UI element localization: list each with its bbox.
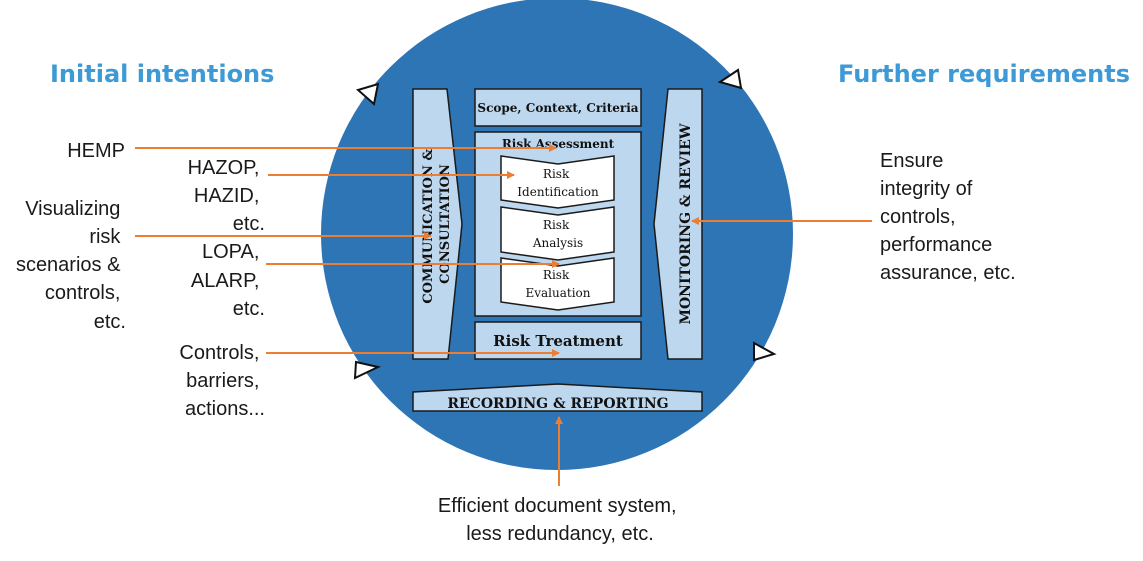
identification-label: Risk [543,167,570,181]
controls-label: Controls, [179,342,259,364]
document-system-label: Efficient document system, [438,495,677,517]
monitoring-label: MONITORING & REVIEW [678,123,694,324]
cycle-triangle-icon [753,341,777,362]
integrity-label: Ensure [880,150,943,172]
lopa-label: LOPA, [202,241,259,263]
heading-further-requirements: Further requirements [838,60,1130,88]
hazop-label: etc. [233,213,265,235]
hazop-label: HAZOP, [188,157,260,179]
visualizing-label: risk [89,226,121,248]
integrity-label: integrity of [880,178,973,200]
svg-text:Efficient document system,: Efficient document system, less redundan… [438,495,682,545]
svg-text:Risk Evaluation: Risk Evaluation [525,268,590,300]
cycle-triangle-icon [353,360,382,380]
cycle-triangle-icon [355,82,380,106]
svg-text:Risk Analysis: Risk Analysis [532,218,583,250]
hemp-label: HEMP [67,140,125,162]
integrity-label: controls, [880,206,956,228]
lopa-label: ALARP, [191,270,260,292]
risk-analysis-chevron [500,206,615,261]
communication-consultation-box [412,88,463,360]
controls-label: actions... [185,398,265,420]
identification-label: Identification [517,185,599,199]
integrity-label: assurance, etc. [880,262,1016,284]
svg-text:HAZOP, HAZID, etc.: HAZOP, HAZID, etc. [188,157,265,235]
evaluation-label: Evaluation [525,286,590,300]
document-system-label: less redundancy, etc. [466,523,654,545]
svg-text:HEMP: HEMP [67,140,125,162]
communication-label: COMMUNICATION & [421,149,436,304]
recording-reporting-box [412,383,703,412]
risk-treatment-label: Risk Treatment [493,332,623,350]
scope-box [474,88,642,127]
controls-label: barriers, [186,370,259,392]
evaluation-label: Risk [543,268,570,282]
cycle-triangle-icon [717,68,743,90]
hazop-label: HAZID, [194,185,260,207]
svg-text:Risk Identification: Risk Identification [517,167,599,199]
lopa-label: etc. [233,298,265,320]
consultation-label: CONSULTATION [438,164,453,284]
recording-label: RECORDING & REPORTING [447,396,668,412]
visualizing-label: Visualizing [25,198,120,220]
heading-initial-intentions: Initial intentions [50,60,274,88]
visualizing-label: etc. [94,311,126,333]
risk-identification-chevron [500,155,615,209]
svg-text:Controls, barriers, ac: Controls, barriers, actions... [179,342,265,420]
visualizing-label: controls, [45,282,121,304]
visualizing-label: scenarios & [16,254,121,276]
svg-text:Ensure integrity of co: Ensure integrity of controls, performanc… [880,150,1016,284]
analysis-label: Analysis [532,236,583,250]
analysis-label: Risk [543,218,570,232]
monitoring-review-box [653,88,703,360]
scope-label: Scope, Context, Criteria [477,101,638,115]
integrity-label: performance [880,234,992,256]
svg-text:Visualizing risk scena: Visualizing risk scenarios & controls, e… [16,198,126,333]
svg-text:LOPA, ALARP, etc.: LOPA, ALARP, etc. [191,241,265,320]
risk-evaluation-chevron [500,257,615,311]
